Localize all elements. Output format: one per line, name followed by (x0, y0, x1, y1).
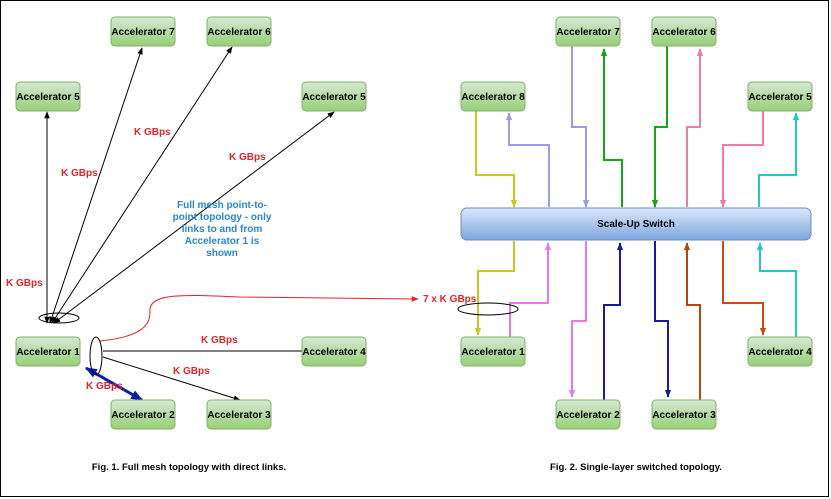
annotation-line-2: point topology - only (173, 212, 272, 223)
svg-text:Accelerator 2: Accelerator 2 (111, 410, 175, 421)
fig1-link-label-a2: K GBps (86, 381, 123, 392)
svg-text:Accelerator 8: Accelerator 8 (461, 92, 525, 103)
scale-up-switch: Scale-Up Switch (460, 207, 812, 241)
fig1-accelerator-2: Accelerator 2 (110, 399, 176, 430)
svg-text:Accelerator 5: Accelerator 5 (748, 92, 812, 103)
fig1-links (44, 46, 335, 401)
svg-text:Accelerator 7: Accelerator 7 (556, 27, 620, 38)
fig1-annotation: Full mesh point-to- point topology - onl… (173, 200, 272, 259)
fig1-link-label-a7: K GBps (134, 127, 171, 138)
svg-text:Accelerator 3: Accelerator 3 (207, 410, 271, 421)
fig2-link-a4-to-switch (756, 242, 797, 337)
annotation-line-4: Accelerator 1 is (185, 236, 260, 247)
fig1-accelerator-1: Accelerator 1 (15, 336, 81, 367)
fig2-link-switch-to-a1 (474, 241, 515, 336)
svg-text:Scale-Up Switch: Scale-Up Switch (597, 219, 675, 230)
fig1-accelerator-6: Accelerator 6 (206, 16, 272, 47)
svg-text:Accelerator 6: Accelerator 6 (207, 27, 271, 38)
fig2-link-a5-to-switch (719, 110, 764, 208)
fig2-link-switch-to-a5 (758, 112, 800, 207)
fig2-accelerator-8: Accelerator 8 (460, 81, 526, 112)
fig2-accelerator-1: Accelerator 1 (460, 336, 526, 367)
fig2-link-switch-to-a3 (654, 241, 672, 398)
fig2-accelerator-3: Accelerator 3 (651, 399, 717, 430)
fig1-aggregate-label: 7 x K GBps (423, 294, 477, 305)
svg-text:Accelerator 5: Accelerator 5 (302, 92, 366, 103)
fig1-aggregate-arrow (99, 294, 419, 342)
fig1-caption: Fig. 1. Full mesh topology with direct l… (92, 462, 286, 473)
fig2-accelerator-7: Accelerator 7 (555, 16, 621, 47)
fig2-link-a6-to-switch (651, 46, 668, 208)
fig1-link-a1-a5b (53, 111, 335, 324)
svg-text:Accelerator 6: Accelerator 6 (652, 27, 716, 38)
fig1-accelerator-5: Accelerator 5 (15, 81, 81, 112)
fig1-accelerator-7: Accelerator 7 (110, 16, 176, 47)
svg-text:Accelerator 3: Accelerator 3 (652, 410, 716, 421)
fig1-link-a1-a3 (102, 356, 241, 401)
svg-text:Accelerator 1: Accelerator 1 (16, 347, 80, 358)
fig1-bundle-ellipse-right (89, 336, 103, 376)
fig2-link-switch-to-a8 (505, 112, 550, 207)
svg-text:Accelerator 2: Accelerator 2 (556, 410, 620, 421)
svg-text:Accelerator 5: Accelerator 5 (16, 92, 80, 103)
fig2-accelerator-6: Accelerator 6 (651, 16, 717, 47)
fig2-link-switch-to-a2 (568, 241, 587, 398)
fig2-caption: Fig. 2. Single-layer switched topology. (550, 462, 722, 473)
fig1-bundle-ellipse-top (38, 312, 80, 324)
fig2-accelerator-4: Accelerator 4 (747, 336, 813, 367)
fig1-link-label-a4: K GBps (201, 335, 238, 346)
fig2-link-switch-to-a4 (722, 241, 767, 336)
fig2-link-a8-to-switch (475, 110, 518, 208)
annotation-line-5: shown (206, 248, 238, 259)
fig2-link-a7-to-switch (571, 46, 590, 208)
fig1-link-label-a5b: K GBps (229, 152, 266, 163)
annotation-line-1: Full mesh point-to- (177, 200, 267, 211)
annotation-line-3: links to and from (182, 224, 263, 235)
fig1-link-label-left: K GBps (6, 278, 43, 289)
svg-text:Accelerator 1: Accelerator 1 (461, 347, 525, 358)
fig2-link-a3-to-switch (683, 242, 701, 400)
fig1-accelerator-4: Accelerator 4 (301, 336, 367, 367)
fig1-accelerator-3: Accelerator 3 (206, 399, 272, 430)
fig2-link-switch-to-a6 (686, 48, 704, 207)
fig1-link-label-a3: K GBps (173, 366, 210, 377)
fig2-link-a1-to-switch (509, 242, 552, 337)
svg-text:Accelerator 7: Accelerator 7 (111, 27, 175, 38)
fig1-link-label-a5: K GBps (61, 168, 98, 179)
svg-text:Accelerator 4: Accelerator 4 (302, 347, 366, 358)
fig1-accelerator-5b: Accelerator 5 (301, 81, 367, 112)
fig2-bundle-ellipse (457, 302, 519, 316)
fig1-link-a1-a2 (84, 366, 144, 402)
fig2-link-switch-to-a7 (600, 48, 623, 207)
fig2-accelerator-2: Accelerator 2 (555, 399, 621, 430)
svg-text:Accelerator 4: Accelerator 4 (748, 347, 812, 358)
fig2-accelerator-5: Accelerator 5 (747, 81, 813, 112)
fig2-link-a2-to-switch (603, 242, 624, 400)
